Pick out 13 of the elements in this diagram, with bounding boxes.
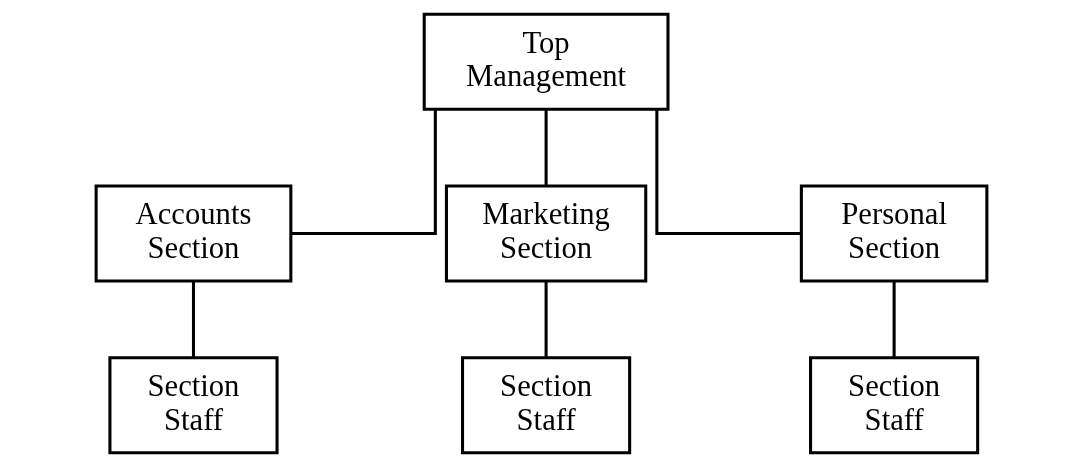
connector xyxy=(544,109,548,186)
node-box: Marketing Section xyxy=(444,184,648,283)
node-box: Section Staff xyxy=(461,356,632,455)
node-box: Top Management xyxy=(422,12,670,111)
node-box: Section Staff xyxy=(809,356,980,455)
connector xyxy=(892,281,896,358)
connector xyxy=(544,281,548,358)
node-box: Accounts Section xyxy=(94,184,293,283)
node-box: Section Staff xyxy=(108,356,279,455)
node-box: Personal Section xyxy=(799,184,989,283)
connector xyxy=(191,281,195,358)
connector xyxy=(291,109,437,236)
connector xyxy=(655,109,801,236)
